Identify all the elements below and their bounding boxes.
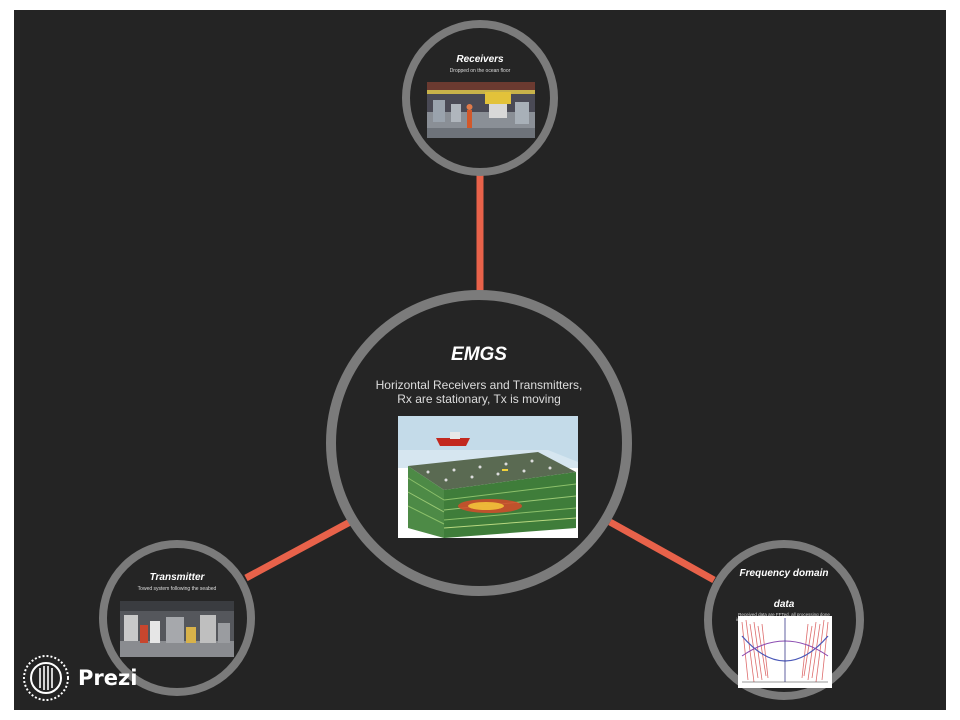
frequency-plot-image (738, 616, 832, 688)
transmitter-photo (120, 601, 234, 657)
receivers-node[interactable]: Receivers Dropped on the ocean floor (402, 20, 558, 176)
transmitter-node[interactable]: Transmitter Towed system following the s… (99, 540, 255, 696)
receivers-title: Receivers (456, 54, 504, 65)
transmitter-subtitle: Towed system following the seabed (137, 586, 217, 592)
link-emgs-frequency (608, 518, 716, 584)
prezi-logo[interactable]: Prezi (20, 652, 140, 706)
transmitter-title: Transmitter (149, 572, 205, 583)
receivers-photo (427, 82, 535, 138)
frequency-domain-node[interactable]: Frequency domain data Received data are … (704, 540, 864, 700)
prezi-logo-icon (23, 655, 69, 701)
frequency-title-line1: Frequency domain (739, 568, 829, 579)
emgs-description-line1: Horizontal Receivers and Transmitters, (375, 378, 583, 392)
connector-lines (244, 175, 716, 584)
prezi-canvas: Receivers Dropped on the ocean floor EMG… (14, 10, 946, 710)
link-emgs-transmitter (244, 518, 352, 582)
frequency-title-line2: data (773, 599, 795, 610)
emgs-seabed-illustration (398, 416, 578, 538)
emgs-description-line2: Rx are stationary, Tx is moving (397, 392, 561, 406)
receivers-subtitle: Dropped on the ocean floor (449, 68, 511, 74)
emgs-title: EMGS (451, 344, 507, 365)
emgs-node[interactable]: EMGS Horizontal Receivers and Transmitte… (326, 290, 632, 596)
prezi-logo-text: Prezi (78, 666, 138, 690)
